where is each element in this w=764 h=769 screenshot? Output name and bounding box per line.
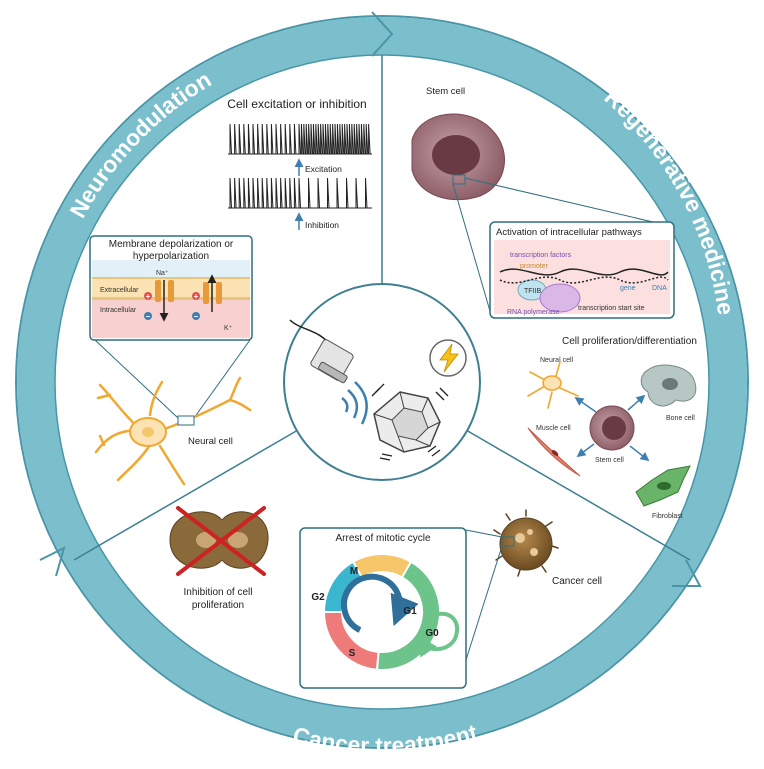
phase-m-label: M	[350, 566, 358, 577]
small-stem-cell-icon	[589, 405, 635, 451]
divider-right	[465, 429, 691, 561]
ring-arrow-top	[371, 11, 394, 57]
mitotic-title: Arrest of mitotic cycle	[335, 533, 430, 544]
cancer-cell-icon	[493, 509, 559, 577]
excitation-trace	[228, 123, 372, 155]
pathways-panel	[489, 221, 675, 319]
zoom-box-cancer	[501, 536, 515, 547]
bone-cell-icon	[640, 364, 697, 407]
membrane-title-2: hyperpolarization	[133, 251, 209, 262]
fibroblast-label: Fibroblast	[652, 513, 683, 520]
prolif-neural-label: Neural cell	[540, 357, 574, 364]
zoom-box-stem	[452, 174, 466, 185]
center-circle	[283, 283, 481, 481]
small-neuron-icon	[527, 361, 579, 409]
ring-arrow-right	[672, 559, 702, 587]
rna-polymerase-label: RNA polymerase	[507, 309, 560, 316]
stem-cell-icon	[411, 113, 505, 201]
phase-g2-label: G2	[311, 592, 325, 603]
svg-text:+: +	[146, 292, 151, 301]
ion-charge-icons: + − + −	[144, 292, 200, 321]
inhibition-label: Inhibition	[305, 220, 339, 230]
na-label: Na⁺	[156, 270, 169, 277]
transducer-icon	[289, 319, 354, 384]
phase-g1-label: G1	[403, 606, 417, 617]
svg-text:+: +	[194, 292, 199, 301]
differentiation-arrows	[574, 394, 650, 462]
inhibition-trace	[228, 177, 372, 209]
stem-cell-label: Stem cell	[426, 86, 465, 97]
svg-text:−: −	[146, 312, 151, 321]
dna-label: DNA	[652, 285, 667, 292]
extracellular-label: Extracellular	[100, 287, 139, 294]
cycle-arrow-icon	[340, 573, 419, 633]
zoom-line-e	[465, 529, 503, 538]
vibration-lines-icon	[371, 383, 449, 461]
inhibition-prolif-1: Inhibition of cell	[184, 587, 253, 598]
zoom-box-neuron	[177, 415, 195, 426]
phase-s-label: S	[349, 648, 356, 659]
k-label: K⁺	[224, 325, 233, 332]
intracellular-label: Intracellular	[100, 307, 137, 314]
zoom-line-f	[465, 545, 503, 661]
membrane-title-1: Membrane depolarization or	[109, 239, 234, 250]
nanoparticle-icon	[373, 391, 441, 453]
inhibition-prolif-2: proliferation	[192, 600, 244, 611]
k-channel-icon	[203, 274, 222, 312]
svg-text:−: −	[194, 312, 199, 321]
tfiib-label: TFIIB	[524, 288, 541, 295]
cancer-cell-label: Cancer cell	[552, 576, 602, 587]
excitation-title: Cell excitation or inhibition	[227, 97, 366, 111]
excitation-label: Excitation	[305, 164, 342, 174]
outer-ring	[17, 17, 747, 747]
transcription-factors-label: transcription factors	[510, 252, 572, 259]
zoom-line-b	[193, 339, 251, 419]
phase-g0-label: G0	[425, 628, 439, 639]
neural-cell-label: Neural cell	[188, 436, 233, 447]
zoom-line-c	[452, 183, 493, 319]
cross-icon	[176, 506, 266, 576]
ultrasound-waves-icon	[341, 381, 368, 425]
pathways-title: Activation of intracellular pathways	[496, 227, 642, 238]
muscle-cell-label: Muscle cell	[536, 425, 571, 432]
bone-cell-label: Bone cell	[666, 415, 695, 422]
zoom-line-d	[464, 177, 671, 227]
zoom-line-a	[94, 339, 179, 419]
muscle-cell-icon	[527, 427, 581, 477]
divider-left	[73, 429, 299, 561]
prolif-title: Cell proliferation/differentiation	[562, 336, 697, 347]
fibroblast-icon	[635, 465, 691, 507]
promoter-label: promoter	[520, 263, 549, 270]
g0-arrow-icon	[417, 611, 459, 658]
electric-bolt-icon	[429, 339, 467, 377]
ring-arrow-left	[39, 546, 66, 577]
gene-label: gene	[620, 285, 636, 292]
na-channel-icon	[155, 280, 174, 322]
tss-label: transcription start site	[578, 305, 645, 312]
small-stem-cell-label: Stem cell	[595, 457, 624, 464]
